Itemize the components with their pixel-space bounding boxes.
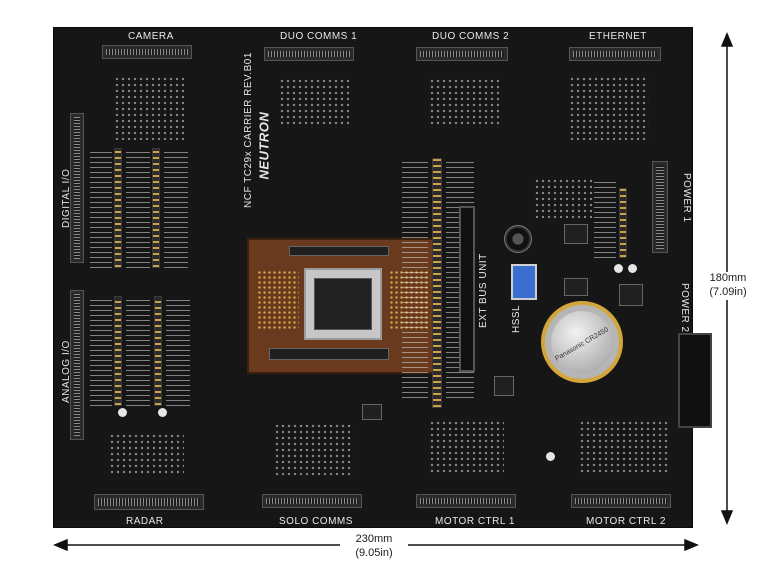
motor-ctrl-1-pad-field [429, 420, 504, 475]
solo-comms-connector [262, 494, 362, 508]
motor-ctrl-1-connector [416, 494, 516, 508]
battery-text: Panasonic CR2450 [554, 326, 610, 363]
duo-comms-1-label: DUO COMMS 1 [280, 31, 358, 42]
power-labels [594, 178, 616, 258]
analog-io-labels-a [90, 296, 112, 406]
buzzer-speaker [504, 225, 532, 253]
duo-comms-2-label: DUO COMMS 2 [432, 31, 510, 42]
digital-io-labels-b [126, 148, 150, 268]
ethernet-label: ETHERNET [589, 31, 647, 42]
camera-label: CAMERA [128, 31, 174, 42]
width-dimension: 230mm (9.05in) [342, 533, 406, 561]
motor-ctrl-2-pad-field [579, 420, 669, 475]
duo1-pad-field [279, 78, 349, 128]
center-labels-left [402, 158, 428, 398]
solo-comms-label: SOLO COMMS [279, 516, 353, 527]
hssl-label: HSSL [511, 304, 522, 333]
module-pad-left [257, 270, 299, 330]
power-header [619, 188, 627, 258]
digital-io-connector [70, 113, 84, 263]
status-pad-field [534, 178, 594, 218]
motor-ctrl-1-label: MOTOR CTRL 1 [435, 516, 515, 527]
power-1-label: POWER 1 [681, 173, 692, 223]
digital-io-label: DIGITAL I/O [61, 168, 72, 228]
power-cap-2 [628, 264, 637, 273]
power-ic-2 [564, 278, 588, 296]
ext-bus-unit-label: EXT BUS UNIT [478, 253, 489, 328]
digital-io-labels-a [90, 148, 112, 268]
height-in: (7.09in) [709, 285, 747, 298]
ethernet-pad-field [569, 76, 649, 140]
digital-io-header-a [114, 148, 122, 268]
power-ic-1 [564, 224, 588, 244]
analog-io-labels-b [126, 296, 150, 406]
coin-battery-face: Panasonic CR2450 [551, 311, 613, 373]
digital-io-header-b [152, 148, 160, 268]
analog-io-connector [70, 290, 84, 440]
power-regulator [619, 284, 643, 306]
duo-comms-1-connector [264, 47, 354, 61]
duo-comms-2-connector [416, 47, 508, 61]
power-cap-1 [614, 264, 623, 273]
height-mm: 180mm [709, 272, 747, 284]
module-connector-bottom [269, 348, 389, 360]
board-title: NCF TC29x CARRIER REV.B01 [243, 52, 254, 208]
analog-io-label: ANALOG I/O [61, 340, 72, 403]
radar-connector [94, 494, 204, 510]
digital-io-labels-c [164, 148, 188, 268]
motor-ctrl-2-connector [571, 494, 671, 508]
microcontroller-chip [314, 278, 372, 330]
solo-ic [362, 404, 382, 420]
power-2-connector [678, 333, 712, 428]
duo2-pad-field [429, 78, 499, 128]
mc2-cap-1 [546, 452, 555, 461]
motor-ctrl-2-label: MOTOR CTRL 2 [586, 516, 666, 527]
analog-io-labels-c [166, 296, 190, 406]
ext-bus-connector [459, 206, 475, 372]
module-shield [304, 268, 382, 340]
usb-port [511, 264, 537, 300]
analog-io-header-b [154, 296, 162, 406]
module-connector-top [289, 246, 389, 256]
analog-cap-1 [118, 408, 127, 417]
coin-battery: Panasonic CR2450 [541, 301, 623, 383]
width-in: (9.05in) [355, 546, 393, 559]
radar-pad-field [109, 433, 184, 475]
ethernet-connector [569, 47, 661, 61]
power-1-connector [652, 161, 668, 253]
mc-ic [494, 376, 514, 396]
center-header [432, 158, 442, 408]
analog-cap-2 [158, 408, 167, 417]
analog-io-header-a [114, 296, 122, 406]
solo-comms-pad-field [274, 423, 354, 475]
camera-connector [102, 45, 192, 59]
carrier-board: CAMERA DUO COMMS 1 DUO COMMS 2 ETHERNET … [53, 27, 693, 528]
radar-label: RADAR [126, 516, 164, 527]
height-dimension: 180mm (7.09in) [700, 272, 756, 300]
camera-pad-field [114, 76, 184, 140]
width-mm: 230mm [355, 533, 393, 545]
neutron-logo: NEUTRON [256, 111, 272, 180]
